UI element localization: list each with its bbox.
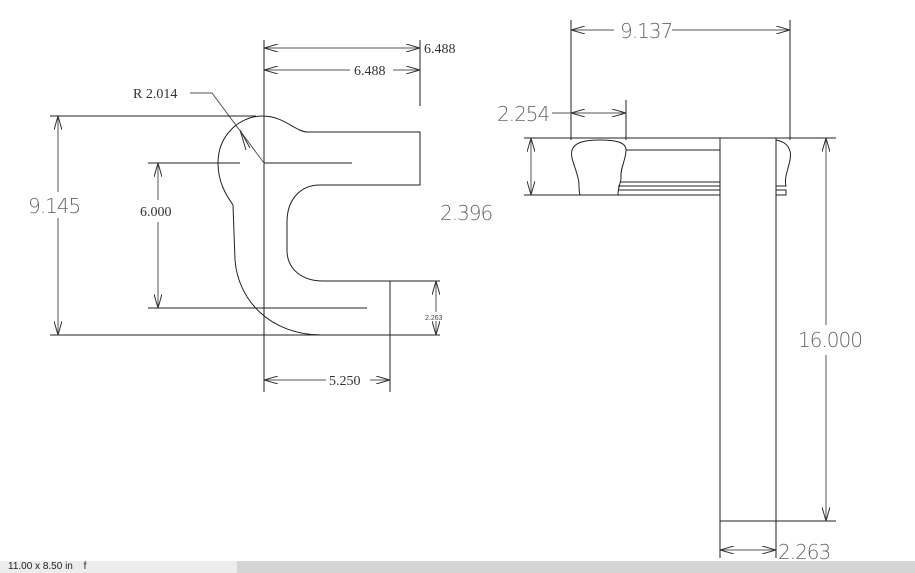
paper-size: 11.00 x 8.50 in	[8, 561, 73, 572]
dim-rail-label: 2.254	[497, 102, 550, 126]
dim-thickness-label: 2.396	[440, 201, 492, 225]
dim-width-label: 9.137	[620, 19, 672, 43]
radius-label: R 2.014	[133, 87, 177, 102]
rail-profile	[571, 139, 627, 196]
post	[719, 137, 777, 522]
dim-post-label: 2.263	[778, 540, 830, 564]
dim-top-outer-label: 6.488	[424, 42, 456, 57]
dim-height-label: 9.145	[28, 194, 80, 218]
left-profile-view: 6.488 6.488 R 2.014 9.145 6.000 2.263 2.…	[26, 40, 493, 392]
dim-top-inner-label: 6.488	[354, 64, 386, 79]
radius-leader	[190, 92, 265, 164]
status-left-panel: 11.00 x 8.50 in f	[0, 561, 237, 573]
dim-height-right-label: 16.000	[798, 328, 862, 352]
profile-outline	[217, 115, 421, 336]
dim-bottom-label: 5.250	[329, 374, 361, 389]
dim-inner-height-label: 6.000	[140, 205, 172, 220]
right-elevation-view: 9.137 2.254 16.000 2.263	[497, 19, 863, 564]
dim-small-label: 2.263	[425, 315, 443, 322]
status-field: f	[83, 561, 87, 572]
radius-arrow-icon	[239, 129, 251, 151]
status-bar: 11.00 x 8.50 in f	[0, 561, 915, 573]
